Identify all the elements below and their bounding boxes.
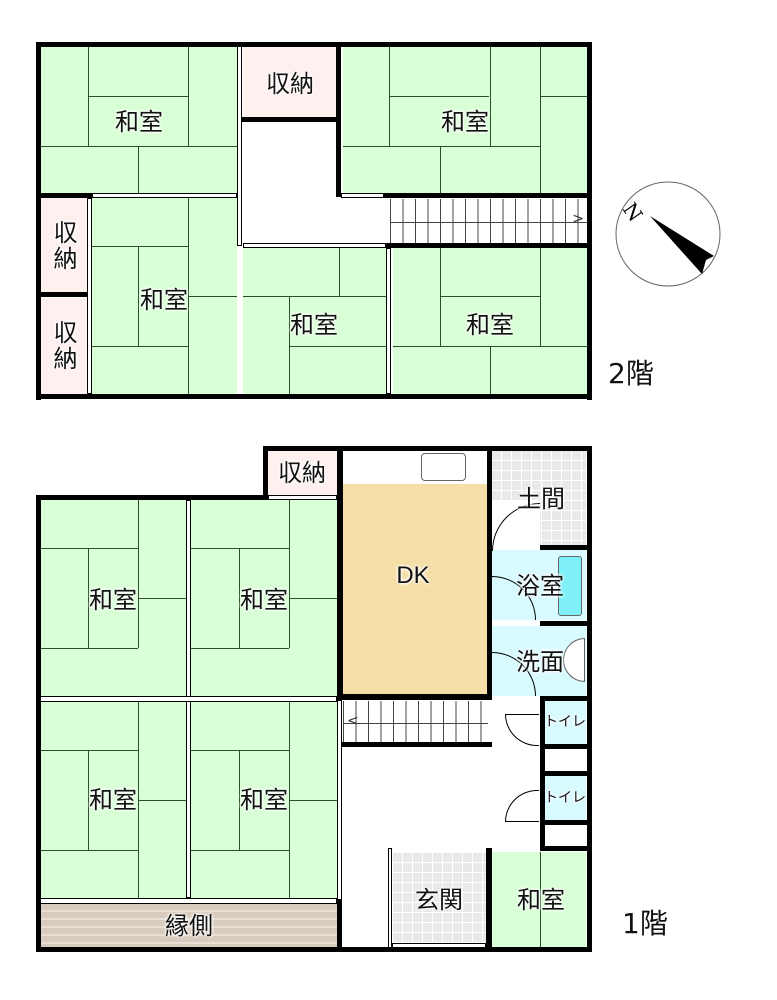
room-toilet-1: [544, 700, 586, 744]
room-label: 収納: [49, 220, 77, 272]
room-label: 和室: [240, 786, 288, 814]
room-storage-top: [243, 46, 336, 118]
room-storage-left-upper: [40, 198, 87, 293]
room-label: 和室: [466, 311, 514, 339]
room-label: 和室: [290, 311, 338, 339]
room-label: トイレ: [544, 790, 586, 806]
room-label: 和室: [115, 108, 163, 136]
room-label: 和室: [89, 586, 137, 614]
bathtub: [558, 556, 582, 616]
room-washitsu-center: [243, 248, 386, 394]
room-toilet-2: [544, 776, 586, 820]
stairs-arrow-icon: <: [347, 713, 359, 729]
room-label: 洗面: [516, 648, 564, 676]
north-arrow-icon: [615, 181, 721, 287]
room-label: 収納: [266, 70, 314, 98]
room-washitsu-ne: [343, 46, 588, 194]
stairs-1f: <: [343, 701, 488, 745]
room-engawa: [40, 904, 337, 948]
room-label: 浴室: [516, 572, 564, 600]
room-label: 和室: [89, 786, 137, 814]
room-label: 縁側: [165, 912, 213, 940]
kitchen-sink: [421, 453, 466, 481]
room-label: 和室: [441, 108, 489, 136]
room-genkan: [392, 852, 486, 948]
room-dining-kitchen: [343, 484, 488, 694]
floor-label-2f: 2階: [608, 357, 654, 390]
room-label: 収納: [49, 320, 77, 372]
room-label: 収納: [278, 459, 326, 487]
room-storage-1f: [268, 450, 337, 496]
door-swing: [505, 790, 539, 822]
stairs-arrow-icon: >: [572, 211, 584, 227]
room-label: 玄関: [415, 886, 463, 914]
room-label: DK: [396, 562, 430, 589]
room-storage-left-lower: [40, 298, 87, 394]
room-label: 和室: [240, 586, 288, 614]
room-washitsu-small: [492, 852, 586, 948]
floor-label-1f: 1階: [622, 907, 668, 940]
room-label: 和室: [140, 286, 188, 314]
compass: N: [614, 180, 722, 288]
room-label: 土間: [517, 485, 565, 513]
room-label: 和室: [517, 886, 565, 914]
kitchen-counter: [343, 450, 488, 484]
room-label: トイレ: [544, 714, 586, 730]
stairs-2f: >: [390, 199, 588, 244]
door-swing: [505, 714, 539, 746]
